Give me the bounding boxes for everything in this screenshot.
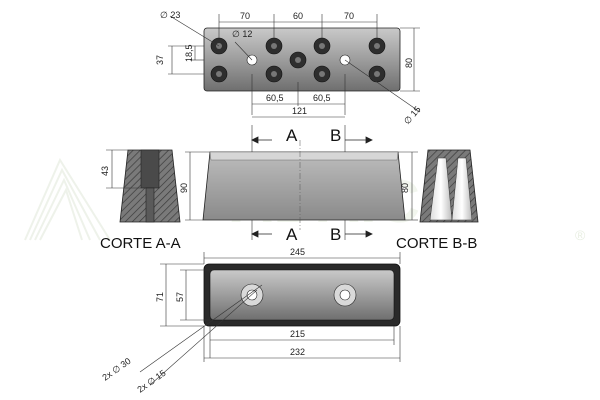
dim-outer: 245 — [290, 247, 305, 257]
watermark-mark: ® — [575, 227, 586, 243]
dim-hole-large: ∅ 23 — [160, 10, 180, 20]
hole-center — [319, 43, 325, 49]
bottom-hole-inner — [339, 289, 351, 301]
front-body — [202, 151, 406, 221]
section-a-dimension — [106, 149, 141, 189]
section-arrows — [251, 136, 373, 238]
dim-height-left: 90 — [179, 183, 189, 193]
dim-spacing-1: 70 — [240, 11, 250, 21]
dim-width: 80 — [404, 58, 414, 68]
dim-height-2: 18,5 — [184, 44, 194, 62]
bottom-dimension-lines — [139, 252, 401, 386]
hole-center — [374, 71, 380, 77]
hole-center — [295, 57, 301, 63]
hole-center — [374, 43, 380, 49]
dim-height-1: 37 — [155, 55, 165, 65]
hole-center — [216, 71, 222, 77]
dim-offset-2: 60,5 — [313, 93, 331, 103]
dim-inner: 215 — [290, 329, 305, 339]
dim-bottom-height-1: 71 — [155, 292, 165, 302]
dim-hole-30: 2x ∅ 30 — [100, 356, 132, 383]
section-a-label: CORTE A-A — [100, 235, 181, 252]
bottom-view: 245 71 57 215 232 2x ∅ 30 2x ∅ 15 — [100, 247, 401, 395]
bottom-inner-face — [209, 269, 395, 321]
dim-bottom-height-2: 57 — [175, 292, 185, 302]
section-a-throughhole — [145, 187, 155, 223]
top-dimension-lines — [168, 14, 421, 118]
dim-total: 121 — [292, 106, 307, 116]
section-b-b: CORTE B-B — [396, 149, 479, 252]
section-b-top: B — [330, 126, 341, 145]
section-b-label: CORTE B-B — [396, 235, 477, 252]
top-view: 70 60 70 ∅ 23 ∅ 12 37 18,5 80 60,5 60,5 … — [155, 10, 423, 126]
section-b-bottom: B — [330, 225, 341, 244]
section-a-top: A — [286, 126, 298, 145]
dim-hole-15: ∅ 15 — [402, 104, 423, 126]
front-top-edge — [209, 151, 399, 161]
front-dimension-lines — [185, 125, 418, 240]
dim-spacing-2: 60 — [293, 11, 303, 21]
dim-section-height: 43 — [100, 166, 110, 176]
dim-spacing-3: 70 — [344, 11, 354, 21]
dim-hole-small: ∅ 12 — [232, 29, 252, 39]
hole-center — [319, 71, 325, 77]
dim-offset-1: 60,5 — [266, 93, 284, 103]
section-a-a: 43 CORTE A-A — [100, 149, 181, 252]
hole-center — [271, 43, 277, 49]
section-b-cone-right — [451, 157, 473, 221]
section-a-bottom: A — [286, 225, 298, 244]
dim-base: 232 — [290, 347, 305, 357]
front-view: A B A B 90 80 — [179, 125, 418, 244]
section-a-bore — [140, 149, 160, 189]
top-holes — [210, 37, 386, 83]
hole-center — [271, 71, 277, 77]
dim-height-right: 80 — [400, 183, 410, 193]
watermark-swoosh — [24, 157, 111, 241]
